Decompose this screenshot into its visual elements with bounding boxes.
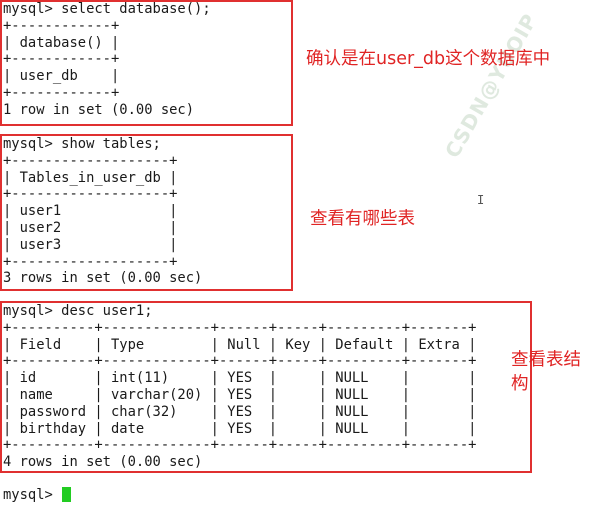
annotation-database: 确认是在user_db这个数据库中: [306, 49, 551, 69]
table-line: | id | int(11) | YES | | NULL | |: [3, 370, 477, 387]
command-line: mysql> show tables;: [3, 136, 161, 152]
annotation-desc: 查看表结构: [511, 350, 581, 394]
table-line: | Tables_in_user_db |: [3, 169, 178, 186]
table-line: | user_db |: [3, 68, 120, 85]
query-block-database: [0, 0, 293, 126]
result-summary: 4 rows in set (0.00 sec): [3, 454, 203, 471]
command-line: mysql> select database();: [3, 1, 211, 17]
query-block-desc: [0, 301, 532, 473]
table-line: +-------------------+: [3, 152, 178, 169]
table-line: +------------+: [3, 84, 120, 101]
query-output-database: mysql> select database(); +------------+…: [3, 1, 211, 119]
table-line: | user3 |: [3, 236, 178, 253]
table-line: +----------+-------------+------+-----+-…: [3, 319, 477, 336]
table-line: +-------------------+: [3, 186, 178, 203]
table-line: +------------+: [3, 17, 120, 34]
table-line: +----------+-------------+------+-----+-…: [3, 437, 477, 454]
table-line: | user2 |: [3, 219, 178, 236]
table-line: | user1 |: [3, 203, 178, 220]
table-line: | Field | Type | Null | Key | Default | …: [3, 336, 477, 353]
command-prompt-line[interactable]: mysql>: [3, 487, 72, 504]
command-line: mysql> desc user1;: [3, 303, 153, 319]
table-line: +-------------------+: [3, 253, 178, 270]
table-line: | name | varchar(20) | YES | | NULL | |: [3, 386, 477, 403]
result-summary: 1 row in set (0.00 sec): [3, 101, 195, 118]
text-cursor-icon: I: [477, 193, 485, 207]
table-line: | database() |: [3, 34, 120, 51]
table-line: +----------+-------------+------+-----+-…: [3, 353, 477, 370]
table-line: | password | char(32) | YES | | NULL | |: [3, 403, 477, 420]
table-line: | birthday | date | YES | | NULL | |: [3, 420, 477, 437]
terminal-cursor: [62, 487, 72, 502]
query-output-desc: mysql> desc user1; +----------+---------…: [3, 303, 476, 471]
query-block-tables: [0, 134, 293, 291]
prompt-label: mysql>: [3, 487, 62, 503]
query-output-tables: mysql> show tables; +-------------------…: [3, 136, 202, 287]
watermark: CSDN@YUOIP: [440, 9, 543, 163]
table-line: +------------+: [3, 51, 120, 68]
annotation-tables: 查看有哪些表: [310, 209, 415, 229]
result-summary: 3 rows in set (0.00 sec): [3, 270, 203, 287]
